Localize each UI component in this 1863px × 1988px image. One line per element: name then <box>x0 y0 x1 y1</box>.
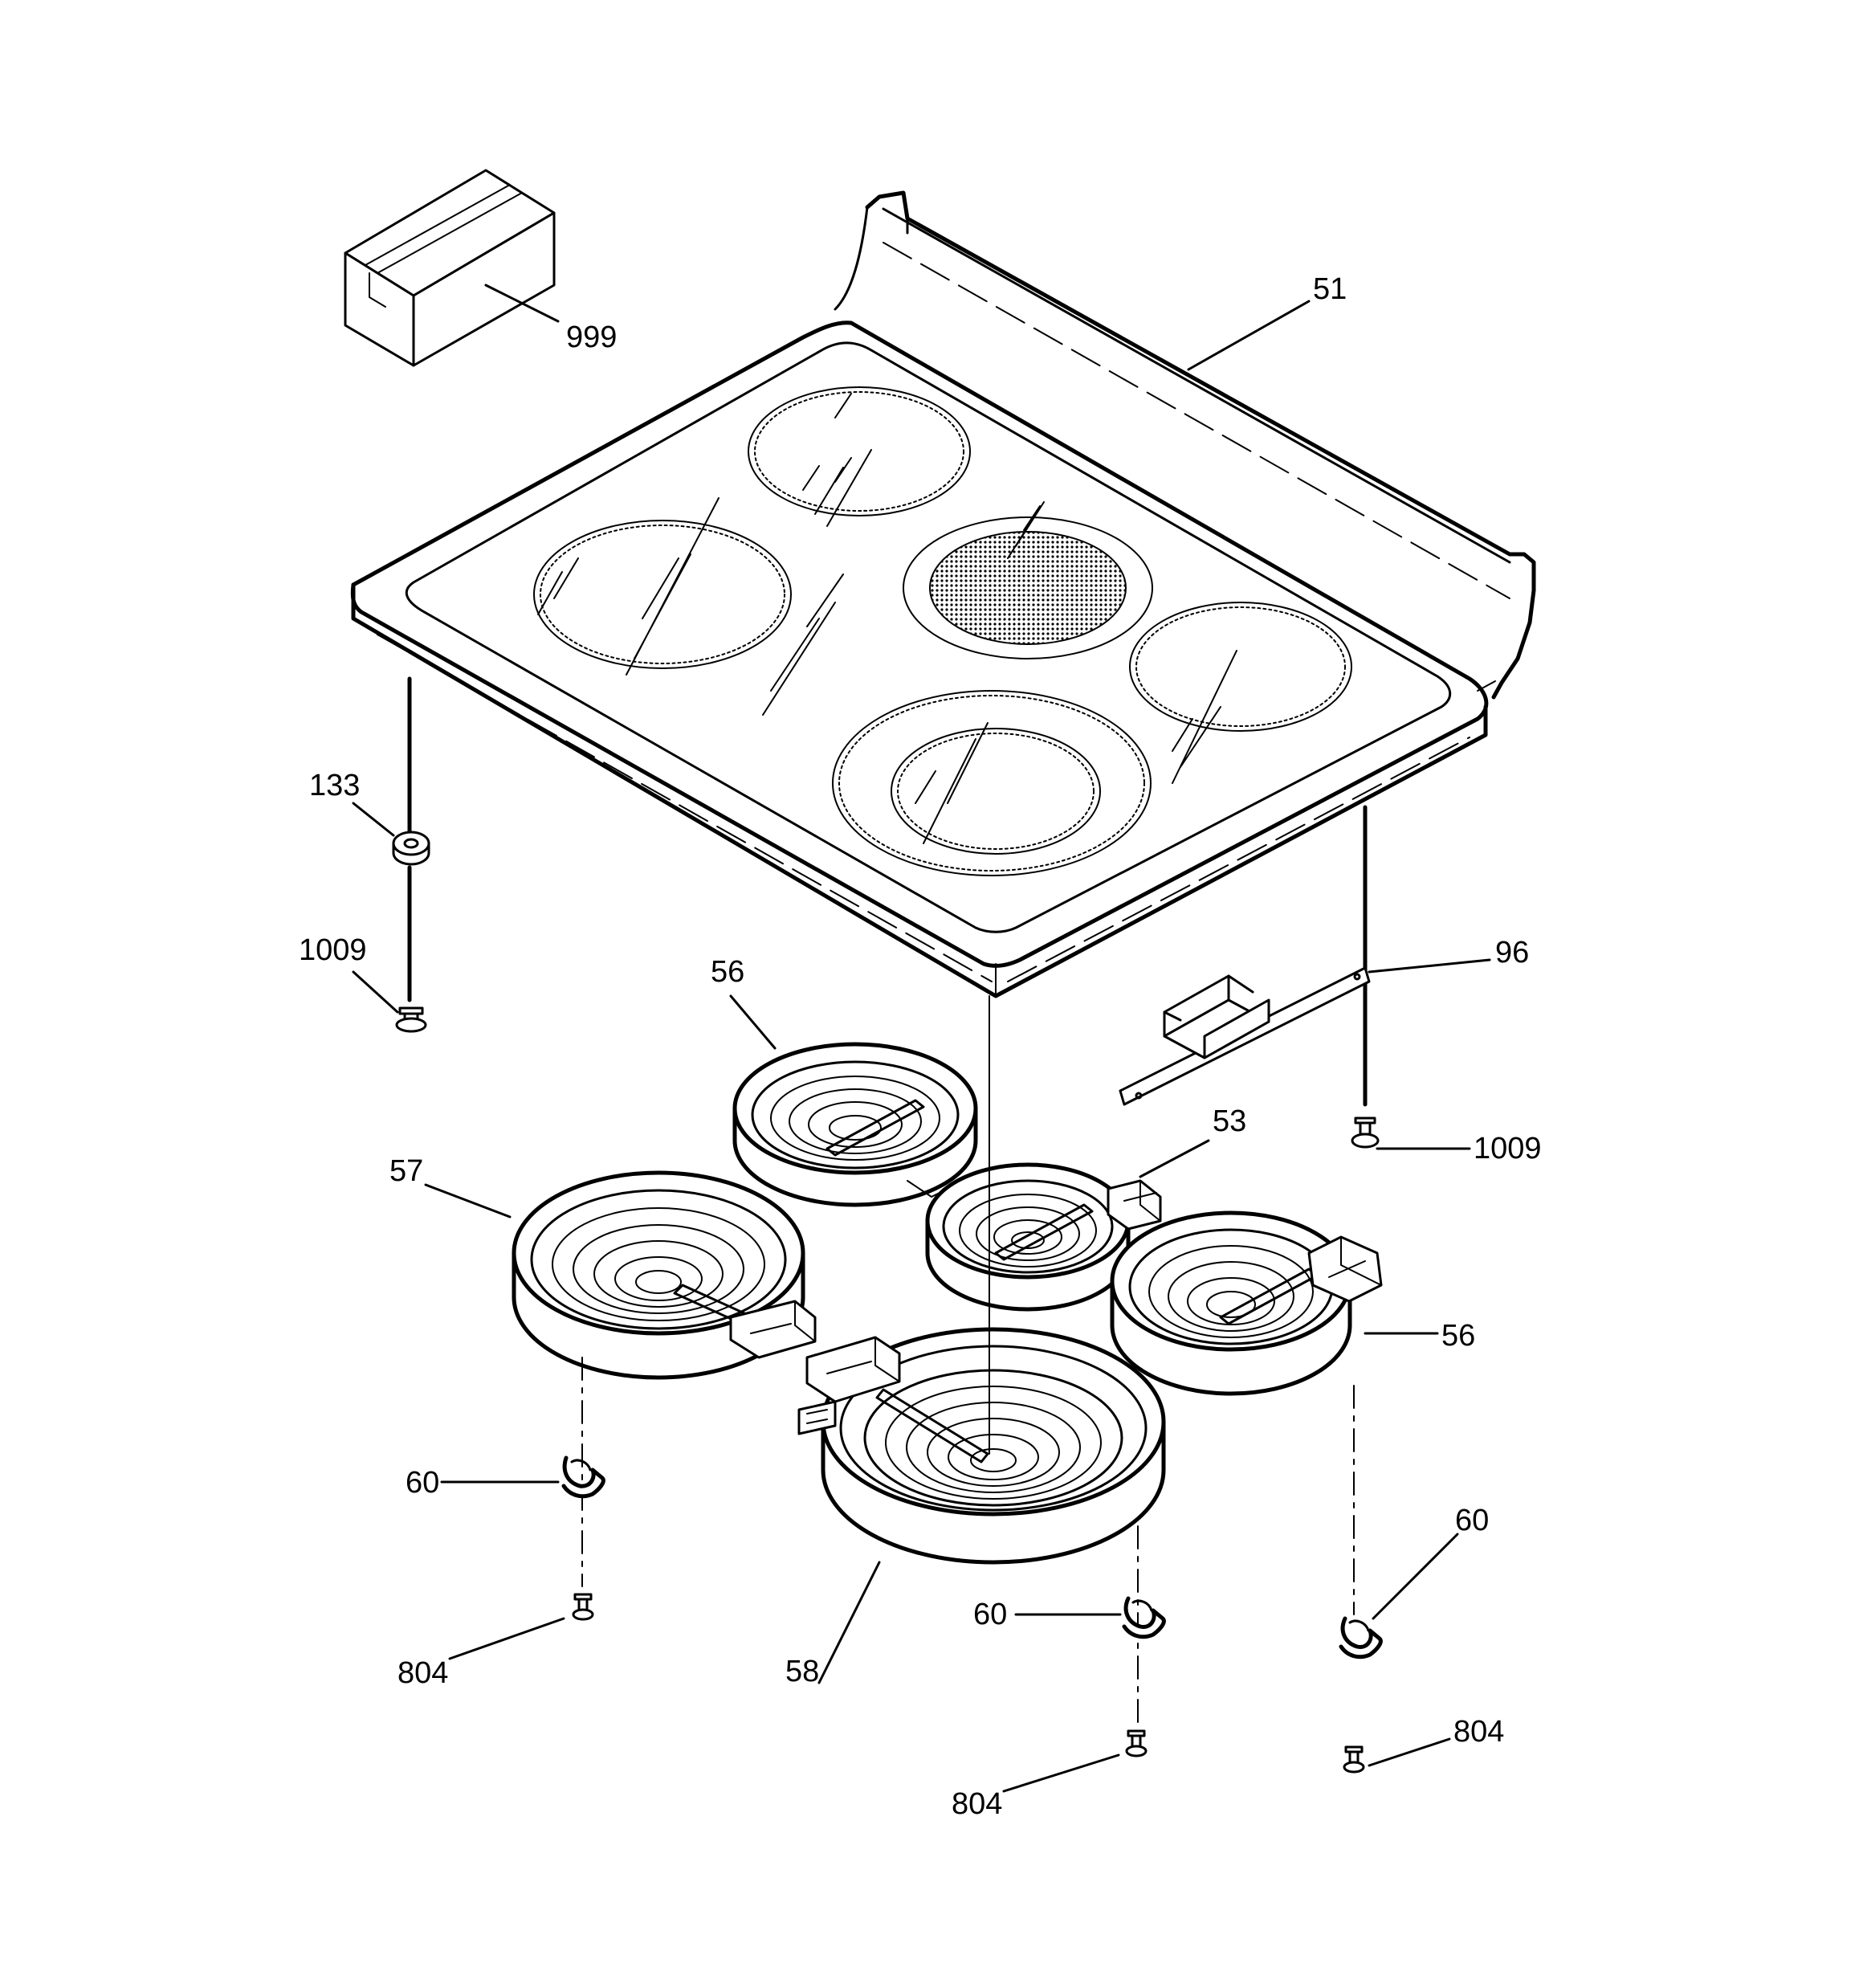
callout-1009-right: 1009 <box>1474 1132 1542 1165</box>
radiant-element-small <box>925 1162 1162 1312</box>
clip-left <box>561 1455 605 1499</box>
left-mounting-stack <box>392 676 430 1033</box>
literature-box-part <box>344 169 556 367</box>
callout-999: 999 <box>566 320 617 354</box>
callout-804-center: 804 <box>952 1787 1002 1821</box>
callout-60-center: 60 <box>973 1598 1007 1631</box>
leader-lines <box>352 284 1491 1793</box>
radiant-element-right <box>1110 1210 1383 1396</box>
screw-804-left <box>572 1593 594 1621</box>
callout-57: 57 <box>389 1154 423 1188</box>
callout-labels: 999 51 133 1009 96 1009 56 53 57 56 60 6… <box>299 272 1542 1821</box>
callout-60-left: 60 <box>406 1466 439 1500</box>
callout-96: 96 <box>1495 936 1529 970</box>
callout-51: 51 <box>1313 272 1347 306</box>
screw-804-right <box>1343 1745 1365 1774</box>
bracket-part <box>1119 805 1380 1149</box>
callout-56-back: 56 <box>711 955 744 989</box>
clip-center <box>1122 1596 1166 1639</box>
cooktop-glass-part <box>350 190 1536 998</box>
clip-right <box>1339 1616 1383 1659</box>
screw-804-center <box>1125 1729 1148 1757</box>
callout-60-right: 60 <box>1455 1504 1489 1537</box>
callout-804-left: 804 <box>397 1656 448 1690</box>
callout-53: 53 <box>1213 1104 1246 1138</box>
radiant-element-left <box>512 1170 817 1380</box>
callout-133: 133 <box>309 769 360 802</box>
callout-804-right: 804 <box>1453 1715 1504 1749</box>
callout-58: 58 <box>785 1655 819 1688</box>
callout-56-right: 56 <box>1441 1319 1475 1353</box>
radiant-element-large <box>797 1327 1166 1565</box>
callout-1009-left: 1009 <box>299 933 367 967</box>
radiant-element-back <box>732 1042 978 1207</box>
